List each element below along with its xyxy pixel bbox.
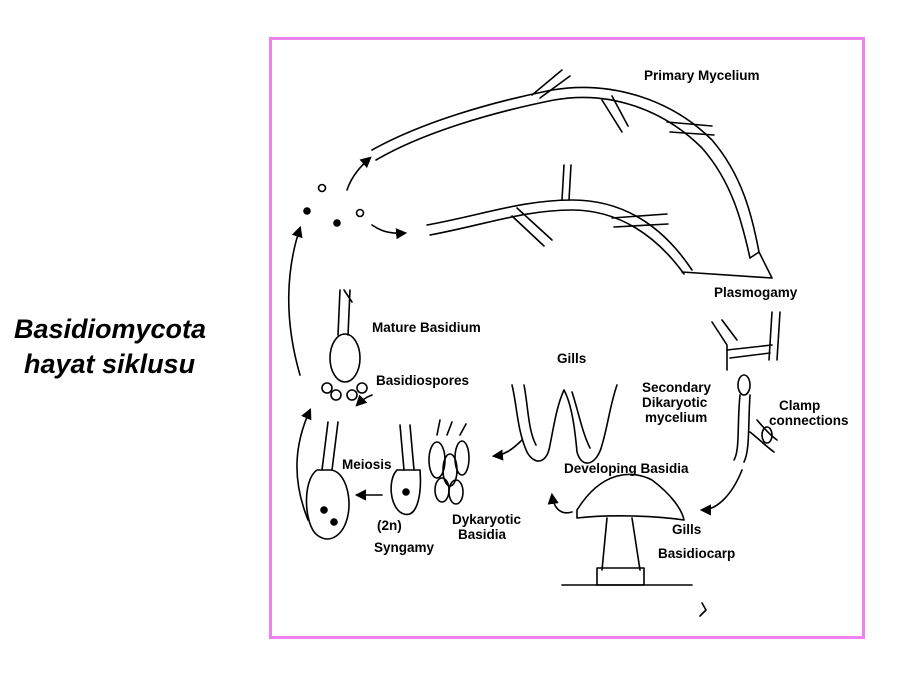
- label-mature-basidium: Mature Basidium: [372, 320, 481, 335]
- label-diploid: (2n): [377, 518, 402, 533]
- syngamy-basidium-drawing: [390, 424, 422, 516]
- label-secondary-line-3: mycelium: [645, 410, 708, 425]
- arrow: [491, 439, 523, 461]
- spore: [333, 219, 341, 227]
- life-cycle-frame: Primary Mycelium Plasmogamy Mature Basid…: [269, 37, 865, 639]
- life-cycle-drawing: [287, 69, 781, 617]
- label-syngamy: Syngamy: [374, 540, 435, 555]
- arrow: [346, 156, 372, 191]
- label-secondary-line-1: Secondary: [642, 380, 712, 395]
- gills-drawing: [511, 384, 618, 464]
- spore: [317, 183, 327, 193]
- label-plasmogamy: Plasmogamy: [714, 285, 798, 300]
- arrow: [287, 225, 303, 376]
- arrow: [699, 469, 743, 516]
- label-basidiospores: Basidiospores: [376, 373, 470, 388]
- ink-mark: [699, 602, 707, 617]
- label-clamp-line-2: connections: [769, 413, 849, 428]
- label-dikaryotic-line-2: Basidia: [458, 527, 507, 542]
- label-secondary-line-2: Dikaryotic: [642, 395, 708, 410]
- label-gills-top: Gills: [557, 351, 587, 366]
- primary-mycelium-hypha-2: [426, 164, 693, 275]
- label-gills-bottom: Gills: [672, 522, 702, 537]
- meiosis-basidium-drawing: [305, 421, 350, 540]
- spore: [355, 208, 365, 218]
- primary-mycelium-hypha: [371, 69, 773, 279]
- title-line-1: Basidiomycota: [14, 314, 207, 344]
- spore: [303, 207, 311, 215]
- diagram-title: Basidiomycota hayat siklusu: [14, 312, 259, 382]
- arrow: [371, 224, 408, 240]
- label-developing-basidia: Developing Basidia: [564, 461, 689, 476]
- label-dikaryotic-basidia: Dykaryotic Basidia: [452, 512, 521, 542]
- label-clamp-line-1: Clamp: [779, 398, 821, 413]
- label-meiosis: Meiosis: [342, 457, 392, 472]
- basidiocarp-drawing: [547, 473, 693, 586]
- label-secondary-mycelium: Secondary Dikaryotic mycelium: [642, 380, 711, 425]
- label-primary-mycelium: Primary Mycelium: [644, 68, 760, 83]
- arrow: [296, 407, 312, 521]
- plasmogamy-drawing: [711, 311, 781, 463]
- clamp-connection-drawing: [749, 419, 778, 453]
- label-clamp-connections: Clamp connections: [769, 398, 849, 428]
- arrow: [355, 394, 373, 407]
- dikaryotic-basidia-drawing: [428, 419, 470, 505]
- label-dikaryotic-line-1: Dykaryotic: [452, 512, 522, 527]
- label-basidiocarp: Basidiocarp: [658, 546, 736, 561]
- mature-basidium-drawing: [321, 289, 368, 401]
- title-line-2: hayat siklusu: [24, 349, 196, 379]
